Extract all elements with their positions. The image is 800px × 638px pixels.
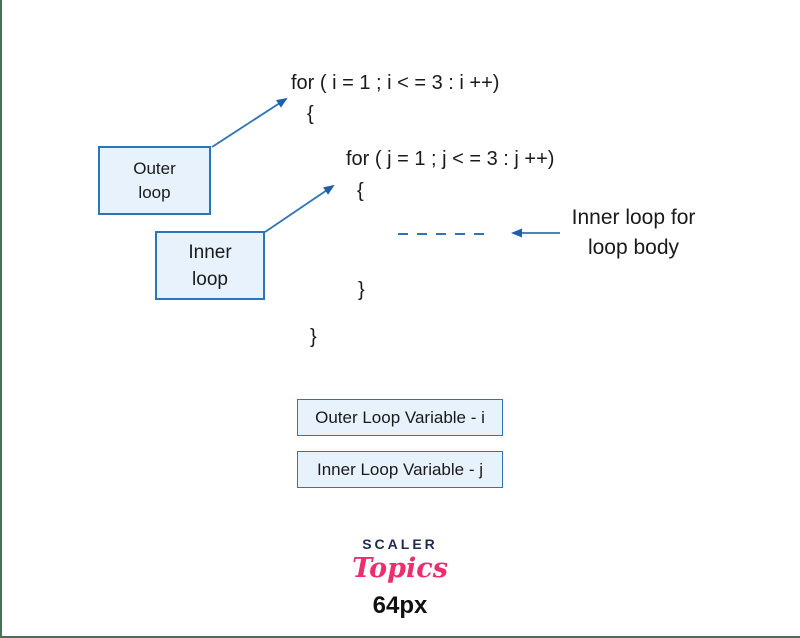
outer-loop-label-line2: loop [138,182,171,202]
inner-loop-label-line2: loop [192,268,228,290]
bottom-border-line [0,636,800,638]
logo-brand-text: SCALER [362,536,438,552]
outer-open-brace: { [307,103,314,125]
inner-loop-arrow [264,184,335,233]
outer-loop-arrow [211,97,288,148]
outer-for-statement: for ( i = 1 ; i < = 3 : i ++) [291,72,500,94]
inner-open-brace: { [357,180,364,202]
inner-loop-label-line1: Inner [188,241,232,263]
left-border-line [0,0,2,638]
size-caption: 64px [372,592,428,619]
inner-close-brace: } [358,279,365,301]
inner-loop-variable-box: Inner Loop Variable - j [297,451,503,488]
scaler-topics-logo: SCALER Topics [300,536,500,584]
loop-body-annotation-line1: Inner loop for [571,206,696,229]
inner-for-statement: for ( j = 1 ; j < = 3 : j ++) [346,148,555,170]
logo-script-text: Topics [352,553,448,584]
outer-loop-variable-box: Outer Loop Variable - i [297,399,503,436]
outer-loop-label-box: Outer loop [98,146,211,215]
loop-body-annotation: Inner loop for loop body [551,203,716,263]
inner-loop-label-box: Inner loop [155,231,265,300]
loop-body-annotation-line2: loop body [587,236,680,259]
outer-close-brace: } [310,326,317,348]
outer-loop-label-line1: Outer [133,158,176,178]
